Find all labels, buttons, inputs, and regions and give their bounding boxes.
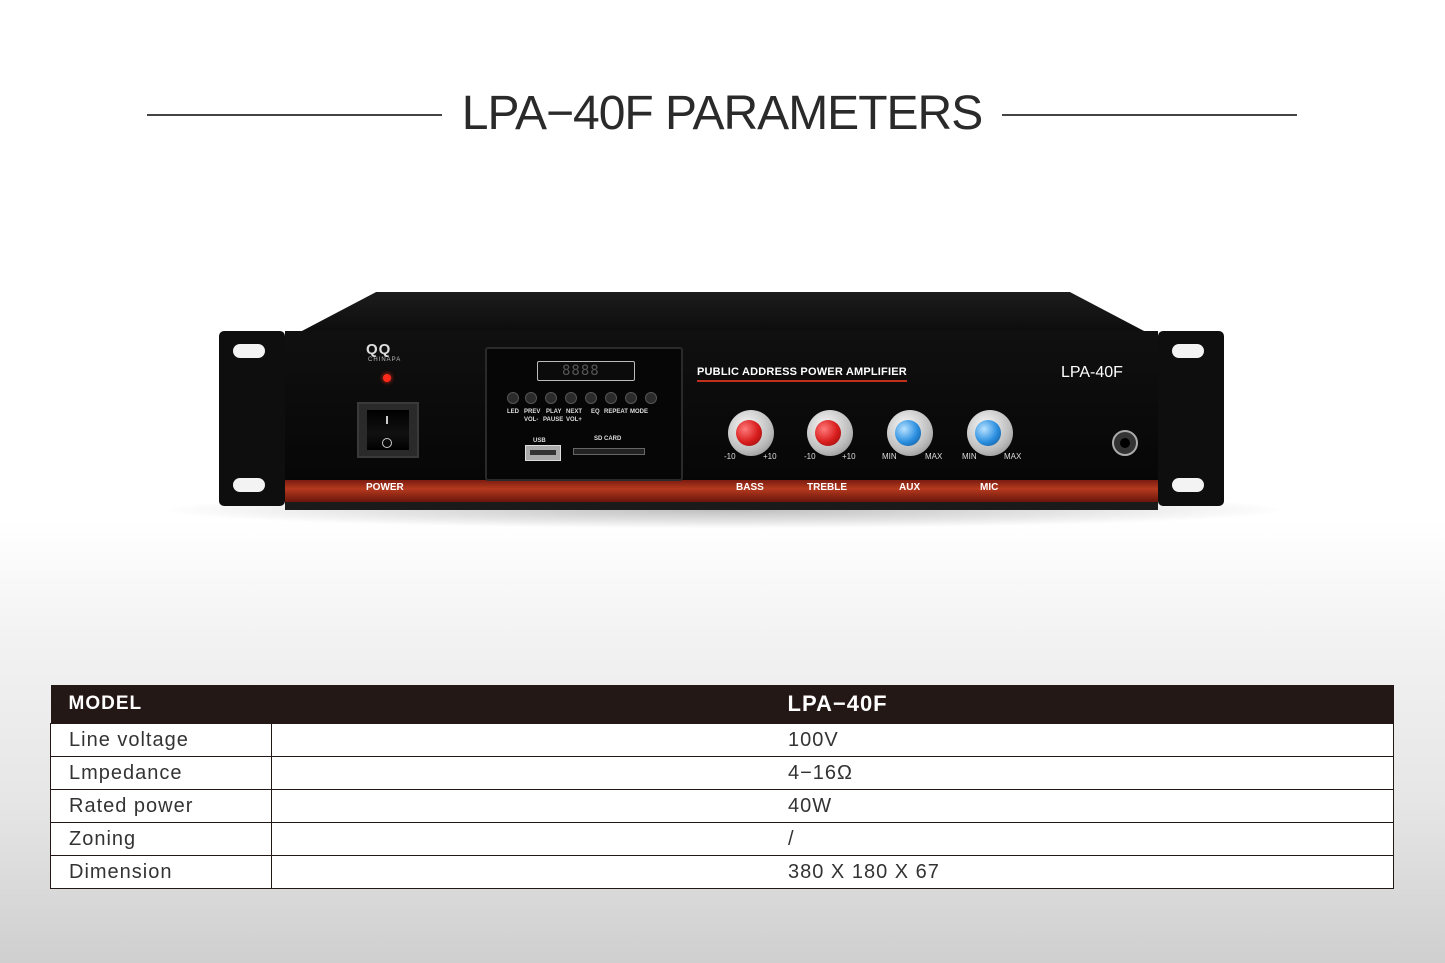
row-value: / — [271, 822, 1394, 856]
rack-ear-right — [1158, 331, 1224, 506]
on-mark-icon — [386, 416, 388, 424]
treble-knob — [807, 410, 853, 456]
power-led-icon — [383, 374, 391, 382]
table-row: Line voltage 100V — [50, 723, 1394, 757]
player-button — [507, 392, 519, 404]
knob-cap — [815, 420, 841, 446]
amplifier-top-lid — [300, 292, 1146, 332]
display-digits: 8888 — [562, 363, 600, 379]
player-button — [625, 392, 637, 404]
player-sublabel-vol-up: VOL+ — [566, 417, 582, 423]
sd-card-slot-icon — [573, 448, 645, 455]
player-button — [545, 392, 557, 404]
aux-label: AUX — [899, 482, 921, 493]
player-button — [645, 392, 657, 404]
row-label: Lmpedance — [50, 756, 272, 790]
player-label-play: PLAY — [546, 409, 562, 415]
media-player-module: 8888 LED PREV PLAY NEXT EQ REPEAT MODE V… — [485, 347, 683, 481]
table-row: Zoning / — [50, 822, 1394, 856]
aux-max-label: MAX — [925, 452, 943, 461]
row-value: 4−16Ω — [271, 756, 1394, 790]
header-model-label: MODEL — [50, 685, 272, 724]
rack-slot — [233, 344, 265, 358]
player-label-led: LED — [507, 409, 519, 415]
treble-max-label: +10 — [842, 452, 856, 461]
player-button — [585, 392, 597, 404]
bass-max-label: +10 — [763, 452, 777, 461]
player-label-mode: MODE — [630, 409, 648, 415]
amplifier-image: QQ CHINAPA POWER 8888 LED PREV PLAY NEXT… — [170, 292, 1280, 528]
treble-label: TREBLE — [807, 482, 847, 493]
brand-logo-sub: CHINAPA — [368, 357, 402, 363]
mic-jack-icon — [1112, 430, 1138, 456]
row-label: Zoning — [50, 822, 272, 856]
power-switch — [357, 402, 419, 458]
power-rocker — [367, 410, 409, 450]
bass-min-label: -10 — [724, 452, 736, 461]
mic-max-label: MAX — [1004, 452, 1022, 461]
player-label-prev: PREV — [524, 409, 541, 415]
player-display: 8888 — [537, 361, 635, 381]
bass-knob — [728, 410, 774, 456]
table-row: Lmpedance 4−16Ω — [50, 756, 1394, 790]
knob-cap — [895, 420, 921, 446]
mic-label: MIC — [980, 482, 999, 493]
player-label-next: NEXT — [566, 409, 583, 415]
row-value: 40W — [271, 789, 1394, 823]
aux-min-label: MIN — [882, 452, 897, 461]
table-row: Rated power 40W — [50, 789, 1394, 823]
knob-cap — [975, 420, 1001, 446]
player-button — [565, 392, 577, 404]
rack-ear-left — [219, 331, 285, 506]
row-label: Rated power — [50, 789, 272, 823]
player-button — [525, 392, 537, 404]
power-label: POWER — [366, 482, 404, 493]
page-title: LPA−40F PARAMETERS — [461, 87, 983, 140]
row-value: 100V — [271, 723, 1394, 757]
front-label-strip — [285, 480, 1158, 502]
row-label: Line voltage — [50, 723, 272, 757]
treble-min-label: -10 — [804, 452, 816, 461]
row-value: 380 X 180 X 67 — [271, 855, 1394, 889]
title-divider-left — [147, 114, 442, 116]
rack-slot — [1172, 344, 1204, 358]
page-header: LPA−40F PARAMETERS — [0, 80, 1445, 150]
table-row: Dimension 380 X 180 X 67 — [50, 855, 1394, 889]
front-panel — [285, 331, 1158, 503]
sd-card-label: SD CARD — [594, 436, 622, 442]
player-label-repeat: REPEAT — [604, 409, 628, 415]
mic-knob — [967, 410, 1013, 456]
bass-label: BASS — [736, 482, 764, 493]
knob-cap — [736, 420, 762, 446]
table-header-row: MODEL LPA−40F — [50, 685, 1394, 724]
rack-slot — [1172, 478, 1204, 492]
parameters-table: MODEL LPA−40F Line voltage 100V Lmpedanc… — [50, 685, 1394, 889]
usb-label: USB — [533, 438, 546, 444]
usb-port-icon — [525, 445, 561, 461]
aux-knob — [887, 410, 933, 456]
title-divider-right — [1002, 114, 1297, 116]
player-label-eq: EQ — [591, 409, 600, 415]
amplifier-base — [285, 502, 1158, 510]
product-type-label: PUBLIC ADDRESS POWER AMPLIFIER — [697, 366, 907, 382]
row-label: Dimension — [50, 855, 272, 889]
header-model-value: LPA−40F — [271, 685, 1394, 724]
off-mark-icon — [382, 438, 392, 448]
player-sublabel-vol-down: VOL- — [524, 417, 539, 423]
rack-slot — [233, 478, 265, 492]
player-button — [605, 392, 617, 404]
mic-min-label: MIN — [962, 452, 977, 461]
player-sublabel-pause: PAUSE — [543, 417, 564, 423]
brand-logo: QQ — [366, 341, 392, 358]
panel-model-label: LPA-40F — [1061, 364, 1123, 381]
